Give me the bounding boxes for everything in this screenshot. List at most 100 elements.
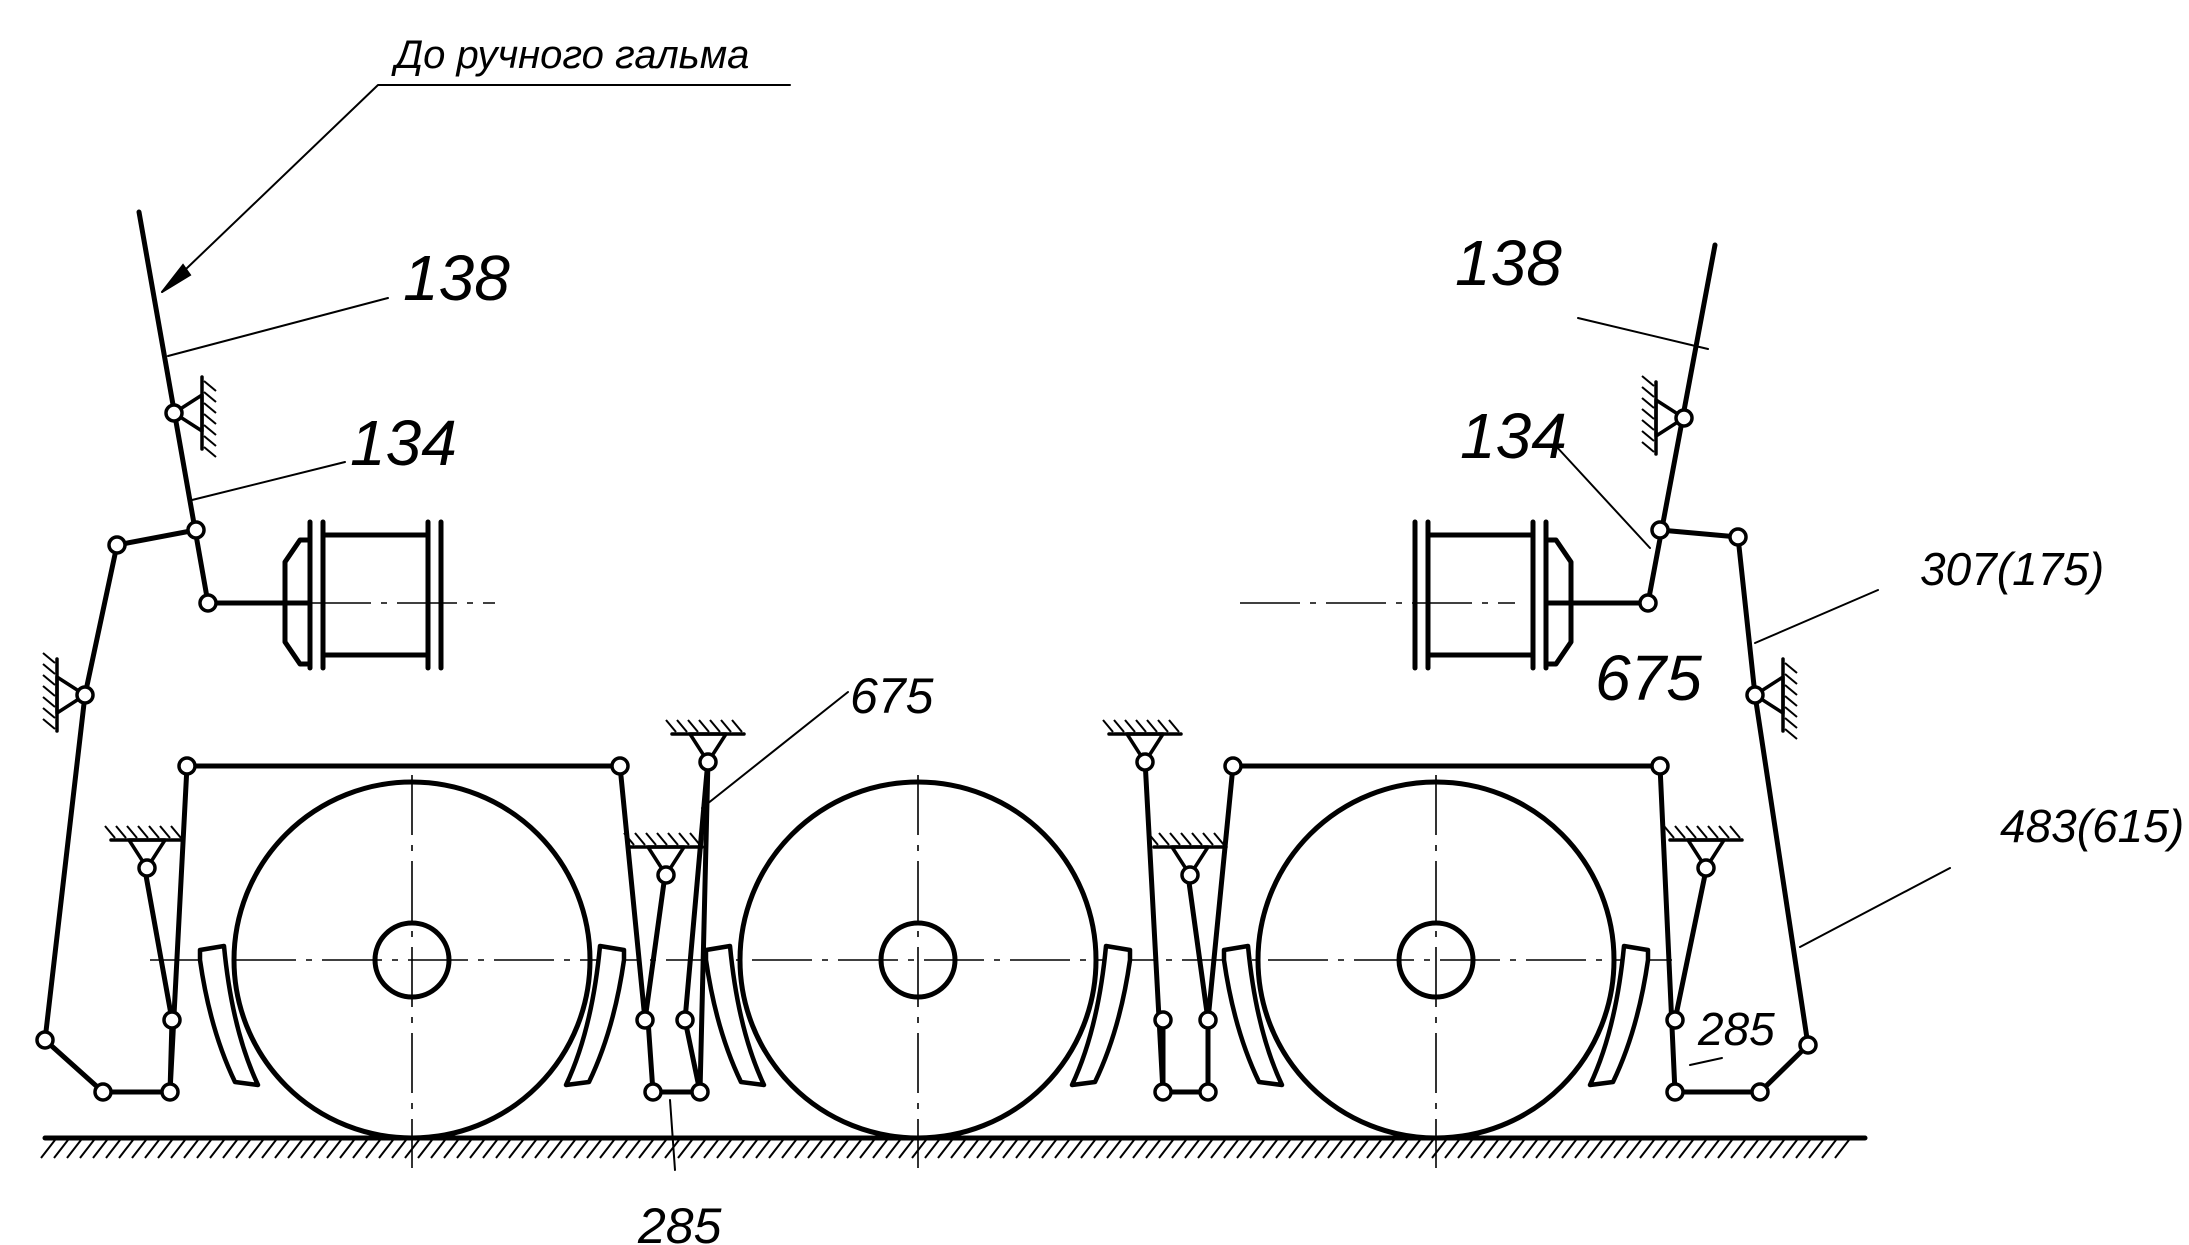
fixed-supports [42,375,1798,877]
ground-hatch-line [1028,1139,1044,1159]
ground-hatch-line [1405,1139,1421,1159]
support-hatch [687,719,699,733]
brake-cylinder-left [202,519,444,671]
ground-hatch-line [1587,1139,1603,1159]
ground-hatch-line [339,1139,355,1159]
pivot-joint [186,520,206,540]
ground-hatch-line [144,1139,160,1159]
pivot-joint [75,685,95,705]
pivot-joint [1135,752,1155,772]
ground-hatch-line [651,1139,667,1159]
ground-hatch-line [1119,1139,1135,1159]
ground-hatch-line [898,1139,914,1159]
support-hatch [159,825,171,839]
ground-hatch-line [300,1139,316,1159]
support-hatch [104,825,116,839]
label-675-right: 675 [1595,642,1702,714]
ground-hatch-line [1704,1139,1720,1159]
support-hatch [1674,825,1686,839]
ground-hatch-line [1418,1139,1434,1159]
pivot-joint [162,1010,182,1030]
support-hatch [203,435,217,447]
pivot-joint [610,756,630,776]
ground-hatch-line [625,1139,641,1159]
support-hatch [1168,719,1180,733]
ground-hatch-line [508,1139,524,1159]
ground-hatch-line [1522,1139,1538,1159]
support-lever-left [172,375,217,458]
support-hatch [137,825,149,839]
ground-hatch-line [66,1139,82,1159]
label-134-right: 134 [1460,400,1567,472]
rail-ground [40,1135,1868,1159]
support-truck-left-2 [623,832,704,877]
ground-hatch-line [1184,1139,1200,1159]
support-hatch [1784,706,1798,718]
ground-hatch-line [1327,1139,1343,1159]
pivot-joint [177,756,197,776]
ground-hatch-line [196,1139,212,1159]
ground-hatch-line [703,1139,719,1159]
ground-hatch-line [1067,1139,1083,1159]
support-hatch [1641,397,1655,409]
ground-hatch-line [1054,1139,1070,1159]
label-307-175: 307(175) [1920,543,2104,595]
ground-hatch-line [846,1139,862,1159]
support-rod-left [42,652,87,733]
ground-hatch-line [1431,1139,1447,1159]
ground-hatch-line [1041,1139,1057,1159]
support-hatch [689,832,701,846]
ground-hatch-line [1223,1139,1239,1159]
ground-hatch-line [794,1139,810,1159]
ground-hatch-line [677,1139,693,1159]
ground-hatch-line [469,1139,485,1159]
support-hatch [1641,419,1655,431]
ground-hatch-line [131,1139,147,1159]
support-hatch [170,825,182,839]
pivot-joint [164,403,184,423]
support-hatch [678,832,690,846]
support-hatch [1157,719,1169,733]
pivot-joint [1198,1010,1218,1030]
support-hatch [1641,430,1655,442]
support-truck-right-2 [1663,825,1744,870]
handbrake-note: До ручного гальма [391,33,749,77]
support-truck-left-1 [104,825,185,870]
ground-hatch-line [872,1139,888,1159]
ground-hatch-line [1561,1139,1577,1159]
support-hatch [1641,375,1655,387]
support-hatch [1784,673,1798,685]
ground-hatch-line [742,1139,758,1159]
ground-hatch-line [911,1139,927,1159]
ground-hatch-line [989,1139,1005,1159]
pivot-joint [656,865,676,885]
ground-hatch-line [755,1139,771,1159]
pivot-joint [698,752,718,772]
support-hatch [203,402,217,414]
ground-hatch-line [40,1139,56,1159]
support-hatch [1102,719,1114,733]
ground-hatch-line [1743,1139,1759,1159]
ground-hatch-line [1834,1139,1850,1159]
ground-hatch-line [768,1139,784,1159]
pivot-joint [675,1010,695,1030]
pivot-joint [1665,1010,1685,1030]
ground-hatch-line [1795,1139,1811,1159]
ground-hatch-line [235,1139,251,1159]
label-285-bottom: 285 [637,1198,722,1245]
ground-hatch-line [612,1139,628,1159]
pivot-joint [1180,865,1200,885]
ground-hatch-line [313,1139,329,1159]
support-middle-right [1102,719,1183,764]
ground-hatch-line [859,1139,875,1159]
pivot-joint [1153,1010,1173,1030]
ground-hatch-line [1821,1139,1837,1159]
pivot-joint [635,1010,655,1030]
support-hatch [203,446,217,458]
label-285-right: 285 [1697,1003,1775,1055]
label-483-615: 483(615) [2000,800,2184,852]
support-hatch [1729,825,1741,839]
support-hatch [731,719,743,733]
ground-hatch-line [963,1139,979,1159]
ground-hatch-line [456,1139,472,1159]
